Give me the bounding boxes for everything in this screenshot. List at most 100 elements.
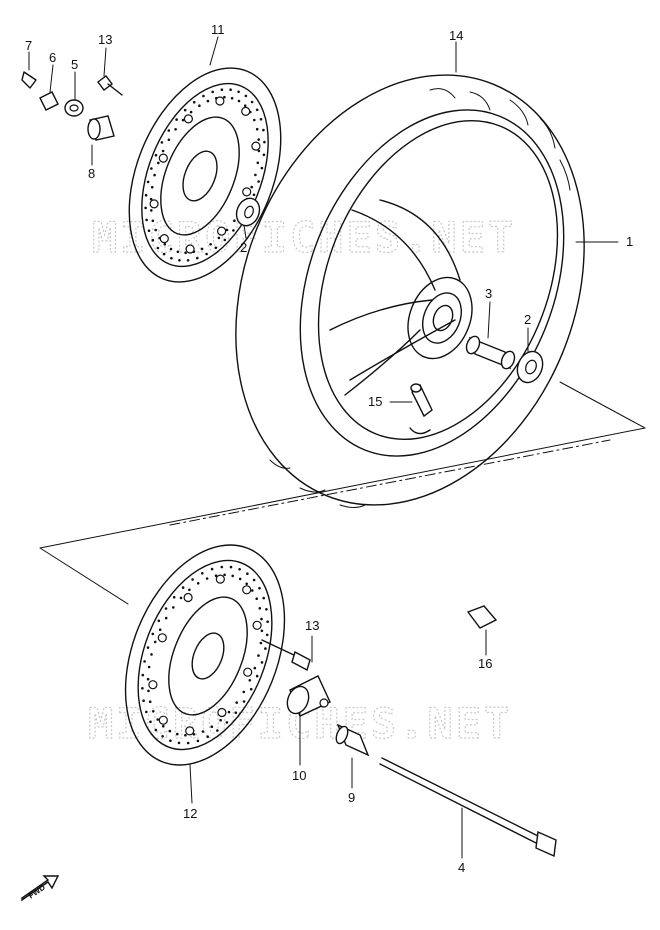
disc-rotor-edge: [141, 82, 269, 268]
wheel-hub: [407, 276, 473, 360]
bearing-bore: [525, 359, 537, 375]
drive-hole: [319, 698, 329, 708]
drill-hole: [259, 641, 263, 645]
drill-hole: [225, 721, 229, 724]
disc-lower-carrier: [168, 596, 248, 716]
spacer-end-far: [500, 350, 516, 370]
drill-hole: [217, 236, 221, 240]
drill-hole: [260, 617, 263, 621]
drill-hole: [210, 567, 214, 571]
drill-hole: [223, 238, 227, 242]
bolt-hole: [215, 96, 225, 106]
drill-hole: [178, 259, 181, 262]
axle-spacer: [465, 335, 516, 370]
drill-hole: [263, 140, 266, 144]
drill-hole: [216, 729, 219, 732]
clip: [466, 605, 498, 629]
drill-hole: [237, 99, 241, 103]
drill-hole: [162, 252, 166, 256]
rim-outer: [299, 109, 565, 457]
bolt-hole: [217, 226, 227, 236]
speedometer-drive: [286, 675, 331, 717]
drill-hole: [192, 100, 196, 104]
drill-hole: [196, 739, 200, 743]
callout-13-top: 13: [98, 32, 112, 47]
drill-hole: [148, 700, 152, 703]
wheel-assembly: [235, 74, 585, 508]
drill-hole: [223, 573, 226, 577]
drill-hole: [145, 218, 148, 222]
drill-hole: [149, 197, 153, 201]
bolt-hole: [243, 667, 253, 677]
drill-hole: [189, 110, 193, 114]
drill-hole: [231, 574, 234, 578]
drill-hole: [248, 679, 252, 682]
bolt-hole: [185, 726, 195, 736]
tire-outer: [235, 74, 585, 506]
drill-hole: [144, 193, 148, 197]
drill-hole: [255, 127, 259, 131]
drill-hole: [246, 572, 249, 575]
drill-hole: [249, 687, 253, 691]
assembly-line-main: [39, 427, 646, 549]
disc-upper-bolt-holes: [149, 96, 261, 254]
drill-hole: [156, 718, 159, 721]
bolt-hole: [242, 187, 252, 197]
bolt-hole: [185, 244, 195, 254]
tread-pattern-top: [429, 88, 571, 191]
bolt-hole: [158, 715, 168, 725]
disc-lower-outer-edge: [124, 544, 286, 766]
drill-hole: [225, 228, 229, 232]
bolt-hole: [183, 592, 193, 603]
bolt-hole: [217, 707, 227, 718]
drill-hole: [242, 700, 246, 703]
bolt-hole: [215, 574, 225, 584]
drill-hole: [266, 620, 269, 623]
drill-hole: [255, 108, 259, 112]
drill-hole: [198, 104, 201, 107]
axle-shaft-bottom: [379, 763, 543, 847]
callout-9: 9: [348, 790, 355, 805]
drill-hole: [147, 689, 150, 693]
drill-hole: [181, 586, 185, 589]
callout-2-right: 2: [524, 312, 531, 327]
drill-hole: [162, 724, 165, 728]
assembly-line-right: [559, 381, 646, 429]
drill-hole: [150, 209, 153, 212]
drill-hole: [256, 161, 260, 165]
drill-hole: [243, 104, 247, 107]
callout-2-left: 2: [240, 240, 247, 255]
brake-disc-lower: [124, 544, 286, 766]
drill-hole: [184, 733, 187, 737]
drill-hole: [141, 687, 144, 690]
bolt-hole: [158, 153, 168, 163]
drill-hole: [184, 251, 187, 255]
drill-hole: [181, 118, 185, 122]
axle-collar: [335, 723, 370, 757]
drill-hole: [245, 582, 248, 586]
collar-end: [87, 118, 101, 140]
drill-hole: [151, 238, 155, 242]
drill-hole: [150, 653, 153, 656]
drill-hole: [258, 586, 261, 590]
drill-hole: [183, 108, 187, 112]
drill-hole: [200, 247, 204, 251]
drill-hole: [260, 661, 264, 664]
callout-12: 12: [183, 806, 197, 821]
axle-shaft-top: [381, 757, 547, 841]
drill-hole: [254, 173, 257, 177]
drill-hole: [167, 129, 171, 132]
disc-lower-bolt-holes: [148, 574, 262, 736]
drill-hole: [170, 256, 173, 260]
drill-hole: [172, 596, 176, 599]
drill-hole: [262, 153, 266, 157]
drill-hole: [175, 118, 178, 121]
drill-hole: [164, 616, 168, 620]
disc-lower-drill-holes: [141, 565, 269, 745]
drill-hole: [176, 732, 179, 736]
drill-hole: [253, 666, 257, 670]
drill-hole: [252, 578, 256, 582]
bearing-left-bore: [244, 205, 254, 219]
drill-hole: [186, 741, 190, 745]
